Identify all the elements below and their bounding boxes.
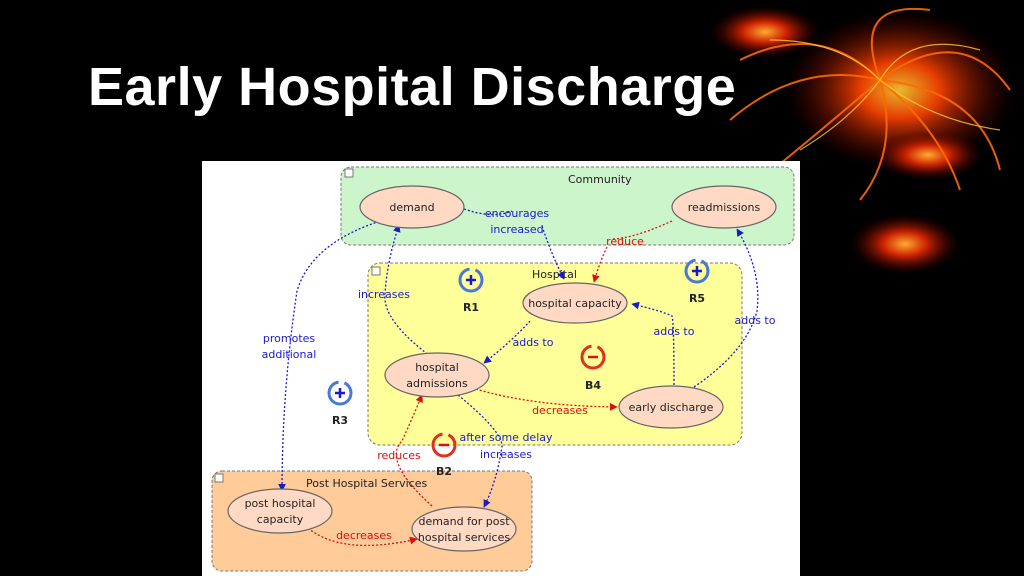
loop-b2-label: B2 (436, 465, 452, 478)
collapse-icon[interactable] (344, 168, 354, 178)
loop-r1-icon (458, 267, 484, 293)
hospital-label: Hospital (532, 268, 577, 281)
label-readmissions: readmissions (688, 201, 761, 214)
label-hospital-admissions-1: hospital (415, 361, 459, 374)
loop-r5-icon (684, 258, 710, 284)
link-label-delay-increases: increases (480, 448, 532, 461)
node-post-hospital-capacity[interactable] (227, 488, 333, 534)
link-label-adds-to-3: adds to (735, 314, 776, 327)
link-label-additional: additional (262, 348, 317, 361)
node-hospital-admissions[interactable] (384, 352, 490, 398)
link-label-delay: after some delay (459, 431, 553, 444)
slide-title: Early Hospital Discharge (88, 57, 737, 117)
link-demand-encourages (463, 208, 513, 216)
link-discharge-capacity (631, 301, 675, 386)
causal-loop-diagram: Community Hospital Post Hospital Service… (211, 166, 795, 572)
label-demand: demand (389, 201, 434, 214)
link-discharge-readmissions (693, 228, 759, 388)
community-group (340, 166, 795, 246)
loop-b4-label: B4 (585, 379, 601, 392)
node-early-discharge[interactable] (618, 385, 724, 429)
link-label-reduces: reduces (377, 449, 421, 462)
link-label-reduce: reduce (606, 235, 644, 248)
link-encourages-capacity (541, 225, 565, 280)
link-capacity-admissions (483, 320, 531, 364)
link-label-encourages: encourages (485, 207, 550, 220)
label-post-capacity-1: post hospital (245, 497, 316, 510)
link-readmissions-reduce (611, 220, 673, 240)
label-hospital-capacity: hospital capacity (528, 297, 622, 310)
diagram-panel: Community Hospital Post Hospital Service… (202, 161, 800, 576)
loop-b4-icon (580, 344, 606, 370)
collapse-icon[interactable] (214, 473, 224, 483)
link-demand-post (278, 218, 388, 492)
loop-r3-icon (327, 380, 353, 406)
link-label-decreases-1: decreases (532, 404, 588, 417)
label-hospital-admissions-2: admissions (406, 377, 468, 390)
link-capacity-postdemand (307, 527, 418, 547)
node-demand-post-hospital[interactable] (411, 506, 517, 552)
link-postdemand-admissions (395, 394, 433, 507)
link-label-decreases-2: decreases (336, 529, 392, 542)
link-admissions-postdemand (457, 394, 503, 508)
post-hospital-label: Post Hospital Services (306, 477, 428, 490)
link-label-adds-to-2: adds to (654, 325, 695, 338)
firework-decoration (710, 6, 1015, 274)
loop-r3-label: R3 (332, 414, 348, 427)
link-label-promotes: promotes (263, 332, 316, 345)
link-admissions-discharge (475, 388, 618, 411)
community-label: Community (568, 173, 632, 186)
link-reduce-capacity (592, 246, 608, 283)
link-label-adds-to-1: adds to (513, 336, 554, 349)
node-hospital-capacity[interactable] (522, 282, 628, 324)
label-demand-post-1: demand for post (418, 515, 510, 528)
link-admissions-demand (384, 224, 435, 360)
label-demand-post-2: hospital services (418, 531, 510, 544)
loop-r5-label: R5 (689, 292, 705, 305)
label-post-capacity-2: capacity (257, 513, 304, 526)
label-early-discharge: early discharge (629, 401, 714, 414)
node-readmissions[interactable] (671, 185, 777, 229)
loop-r1-label: R1 (463, 301, 479, 314)
link-label-increased: increased (490, 223, 543, 236)
loop-b2-icon (431, 432, 457, 458)
node-demand[interactable] (359, 185, 465, 229)
link-label-increases: increases (358, 288, 410, 301)
collapse-icon[interactable] (371, 266, 381, 276)
